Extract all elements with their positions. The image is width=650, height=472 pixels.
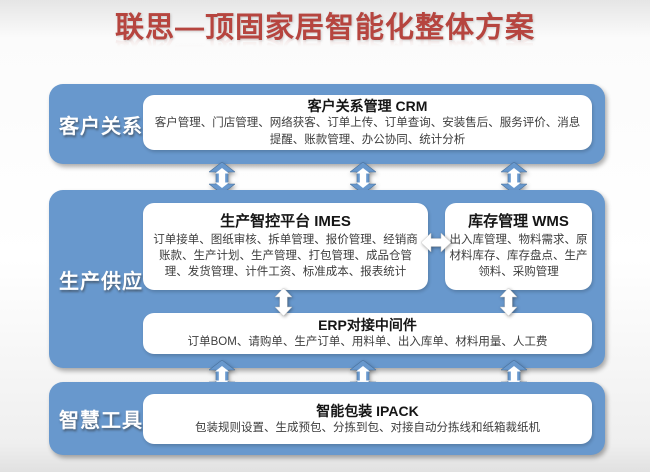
up-down-arrow-icon [500,161,528,195]
left-right-arrow-icon [420,232,452,253]
wms-card: 库存管理 WMS 出入库管理、物料需求、原材料库存、库存盘点、生产领料、采购管理 [445,203,592,290]
ipack-card-body: 包装规则设置、生成预包、分拣到包、对接自动分拣线和纸箱裁纸机 [195,421,540,434]
section-production-supply: 生产供应 生产智控平台 IMES 订单接单、图纸审核、拆单管理、报价管理、经销商… [49,190,605,368]
section-label-customer-relations: 客户关系 [59,115,143,138]
section-label-production-supply: 生产供应 [59,270,143,293]
ipack-card: 智能包装 IPACK 包装规则设置、生成预包、分拣到包、对接自动分拣线和纸箱裁纸… [143,394,592,444]
erp-card-title: ERP对接中间件 [318,317,417,334]
up-down-arrow-icon [499,287,518,317]
section-label-smart-tools: 智慧工具 [59,410,143,432]
crm-card: 客户关系管理 CRM 客户管理、门店管理、网络获客、订单上传、订单查询、安装售后… [143,95,592,150]
section-smart-tools: 智慧工具 智能包装 IPACK 包装规则设置、生成预包、分拣到包、对接自动分拣线… [49,382,605,455]
crm-card-title: 客户关系管理 CRM [307,98,428,115]
imes-card-body: 订单接单、图纸审核、拆单管理、报价管理、经销商账款、生产计划、生产管理、打包管理… [153,233,418,279]
crm-card-body: 客户管理、门店管理、网络获客、订单上传、订单查询、安装售后、服务评价、消息提醒、… [154,117,581,146]
up-down-arrow-icon [274,287,293,317]
erp-card: ERP对接中间件 订单BOM、请购单、生产订单、用料单、出入库单、材料用量、人工… [143,313,592,354]
wms-card-body: 出入库管理、物料需求、原材料库存、库存盘点、生产领料、采购管理 [449,233,588,279]
ipack-card-title: 智能包装 IPACK [316,402,419,419]
imes-card: 生产智控平台 IMES 订单接单、图纸审核、拆单管理、报价管理、经销商账款、生产… [143,203,428,290]
up-down-arrow-icon [349,161,377,195]
imes-card-title: 生产智控平台 IMES [220,213,351,231]
page-title: 联思—顶固家居智能化整体方案 [114,12,535,44]
erp-card-body: 订单BOM、请购单、生产订单、用料单、出入库单、材料用量、人工费 [187,336,548,349]
wms-card-title: 库存管理 WMS [468,213,569,231]
section-customer-relations: 客户关系 客户关系管理 CRM 客户管理、门店管理、网络获客、订单上传、订单查询… [49,84,605,164]
